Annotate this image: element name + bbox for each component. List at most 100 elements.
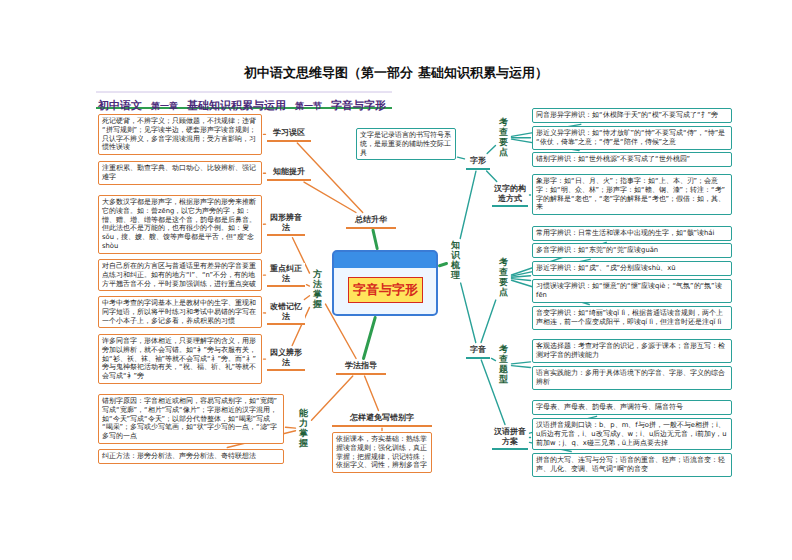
connector <box>382 428 383 430</box>
connector <box>264 275 266 276</box>
connector-line <box>487 171 497 181</box>
connector <box>264 224 266 225</box>
node-text: 方法掌握 <box>313 270 322 310</box>
node-text: 因义辨形法 <box>268 348 304 367</box>
branch-label: 总结升华 <box>346 214 396 229</box>
connector <box>492 358 496 360</box>
node-text: 因形辨音法 <box>268 213 304 232</box>
node-text: 考查要点 <box>499 118 508 158</box>
vertical-branch-label: 知识梳理 <box>448 240 462 282</box>
header-label: 基础知识积累与运用 <box>187 99 286 111</box>
text-box: 常用字辨识：日常生活和课本中出现的生字，如“骸”读hái <box>532 226 732 241</box>
text-box: 习惯误读字辨识：如“惬意”的“惬”应读qiè；“气氛”的“氛”读fēn <box>532 279 732 303</box>
connector <box>364 318 376 359</box>
header-label: 字音与字形 <box>331 99 386 111</box>
node-text: 同音形异字辨识：如“休模降于天”的“模”不要写成了“扌”旁 <box>536 111 728 120</box>
node-text: 音变字辨识：如“绮丽”读qǐ lì，根据普通话读音规则，两个上声相连，前一个应变… <box>536 309 728 327</box>
node-text: 死记硬背，不辨字义；只顾做题，不找规律；违背“拼写规则”；见字读半边，硬套形声字… <box>102 117 258 152</box>
connector-line <box>264 312 266 313</box>
text-box: 错别字原因：字音相近或相同，容易写成别字，如“宽阔”写成“宽廓”，“相片”写成“… <box>98 394 284 444</box>
node-text: 怎样避免写错别字 <box>333 413 431 423</box>
node-text: 汉语拼音规则口诀：b、p、m、f与o拼，一般不与e相拼；i、u后边有元音，i、u… <box>536 421 728 447</box>
header-label: 初中语文 <box>98 99 142 111</box>
node-text: 纠正方法：形旁分析法、声旁分析法、奇特联想法 <box>102 452 280 461</box>
connector <box>286 427 296 429</box>
connector-line <box>512 137 531 138</box>
header-label: 第一章 <box>151 101 178 111</box>
connector-line <box>458 157 465 159</box>
text-box: 注重积累、勤查字典、动口动心、比较辨析、强记难字 <box>98 161 262 185</box>
connector <box>461 283 476 342</box>
connector-line <box>440 263 447 265</box>
node-text: 能力掌握 <box>299 409 308 449</box>
title-box: 初中语文思维导图（第一部分 基础知识积累与运用） <box>0 64 792 82</box>
node-text: 文字是记录语言的书写符号系统，是最重要的辅助性交际工具 <box>360 131 452 157</box>
connector <box>373 230 377 248</box>
connector-line <box>530 194 531 195</box>
connector-line <box>264 358 266 359</box>
text-box: 对自己所在的方言区与普通话里有差异的字音要重点练习和纠正。如有的地方“l”、“n… <box>98 259 262 291</box>
connector <box>460 171 476 238</box>
branch-label: 因形辨音法 <box>267 212 305 236</box>
connector-line <box>492 358 496 360</box>
node-text: 字母表、声母表、韵母表、声调符号、隔音符号 <box>536 403 728 412</box>
branch-label: 学法指导 <box>336 360 386 375</box>
connector-line <box>512 279 531 281</box>
text-box: 错别字辨识：如“世外桃源”不要写成了“世外桃园” <box>532 152 732 167</box>
branch-label: 重点纠正法 <box>267 263 305 287</box>
text-box: 死记硬背，不辨字义；只顾做题，不找规律；违背“拼写规则”；见字读半边，硬套形声字… <box>98 114 262 155</box>
text-box: 客观选择题：考查对字音的识记，多源于课本；音形互写：检测对字音的拼读能力 <box>532 339 732 363</box>
connector-line <box>264 172 266 173</box>
text-box: 拼音的大写、连写与分写；语音的重音、轻声；语流音变：轻声、儿化、变调、语气词“啊… <box>532 453 732 477</box>
node-text: 重点纠正法 <box>268 264 304 283</box>
node-text: 语言实践能力：多用于具体语境下的字音、字形、字义的综合辨析 <box>536 369 728 387</box>
connector-line <box>381 428 382 430</box>
node-text: 客观选择题：考查对字音的识记，多源于课本；音形互写：检测对字音的拼读能力 <box>536 342 728 360</box>
header-label: 第一节 <box>295 101 322 111</box>
text-box: 形近字辨识：如“戍”、“戌”分别应读shù、xū <box>532 261 732 276</box>
text-box: 中考中考查的字词基本上是教材中的生字、重现和同字短语，所以将平时练习和考试中易错… <box>98 296 262 328</box>
connector-line <box>304 182 356 212</box>
connector <box>264 312 266 313</box>
connector-line <box>512 362 531 364</box>
vertical-branch-label: 考查要点 <box>497 117 510 159</box>
connector-line <box>481 300 496 342</box>
node-text: 考查题型 <box>499 345 508 385</box>
connector <box>481 300 496 342</box>
branch-label: 字音 <box>466 344 490 359</box>
connector-line <box>512 366 531 368</box>
node-text: 中考中考查的字词基本上是教材中的生字、重现和同字短语，所以将平时练习和考试中易错… <box>102 299 258 325</box>
connector-line <box>373 230 377 248</box>
connector-line <box>512 276 531 277</box>
node-text: 字音 <box>467 345 489 355</box>
connector <box>264 359 266 360</box>
branch-label: 汉语拼音方案 <box>492 426 528 450</box>
connector <box>530 437 531 438</box>
connector-line <box>365 376 379 410</box>
title-text: 初中语文思维导图（第一部分 基础知识积累与运用） <box>244 65 548 80</box>
node-text: 汉字的构造方式 <box>493 184 527 203</box>
node-text: 改错记忆法 <box>268 302 304 321</box>
connector <box>304 296 309 300</box>
text-box: 文字是记录语言的书写符号系统，是最重要的辅助性交际工具 <box>356 128 456 160</box>
connector <box>512 279 531 281</box>
header-rule <box>96 92 392 93</box>
connector-line <box>304 296 309 300</box>
connector <box>512 137 531 138</box>
node-text: 错别字辨识：如“世外桃源”不要写成了“世外桃园” <box>536 155 728 164</box>
connector-line <box>530 437 531 438</box>
vertical-branch-label: 考查要点 <box>497 257 510 299</box>
branch-label: 字形 <box>466 155 490 170</box>
node-text: 常用字辨识：日常生活和课本中出现的生字，如“骸”读hái <box>536 229 728 238</box>
connector-line <box>460 171 476 238</box>
node-text: 形近义异字辨识：如“恃才放旷”的“恃”不要写成“侍”，“恃”是“依仗，倚靠”之意… <box>536 129 728 147</box>
node-text: 字音与字形 <box>348 277 423 303</box>
node-text: 形近字辨识：如“戍”、“戌”分别应读shù、xū <box>536 264 728 273</box>
branch-label: 学习误区 <box>267 127 311 142</box>
node-text: 错别字原因：字音相近或相同，容易写成别字，如“宽阔”写成“宽廓”，“相片”写成“… <box>102 397 280 441</box>
node-text: 大多数汉字都是形声字，根据形声字的形旁来推断它的读音。如：曾zēng，以它为声旁… <box>102 198 258 251</box>
branch-label: 改错记忆法 <box>267 301 305 325</box>
connector-line <box>307 285 310 286</box>
node-text: 学习误区 <box>268 128 310 138</box>
connector-line <box>286 427 296 429</box>
